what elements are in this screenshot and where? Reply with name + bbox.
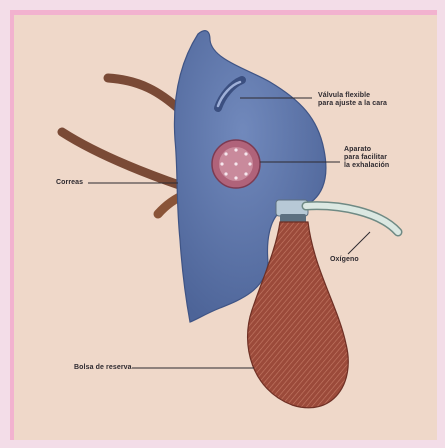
- label-valve: Válvula flexible para ajuste a la cara: [318, 92, 387, 108]
- label-bag: Bolsa de reserva: [74, 364, 132, 372]
- label-device: Aparato para facilitar la exhalación: [344, 146, 389, 170]
- label-valve-line2: para ajuste a la cara: [318, 100, 387, 108]
- label-device-line2: para facilitar: [344, 154, 389, 162]
- strap-middle: [62, 132, 182, 186]
- label-straps: Correas: [56, 179, 83, 187]
- leader-oxygen: [348, 232, 370, 254]
- label-valve-line1: Válvula flexible: [318, 92, 387, 100]
- label-oxygen: Oxígeno: [330, 256, 359, 264]
- strap-top: [108, 78, 180, 110]
- label-device-line1: Aparato: [344, 146, 389, 154]
- label-device-line3: la exhalación: [344, 162, 389, 170]
